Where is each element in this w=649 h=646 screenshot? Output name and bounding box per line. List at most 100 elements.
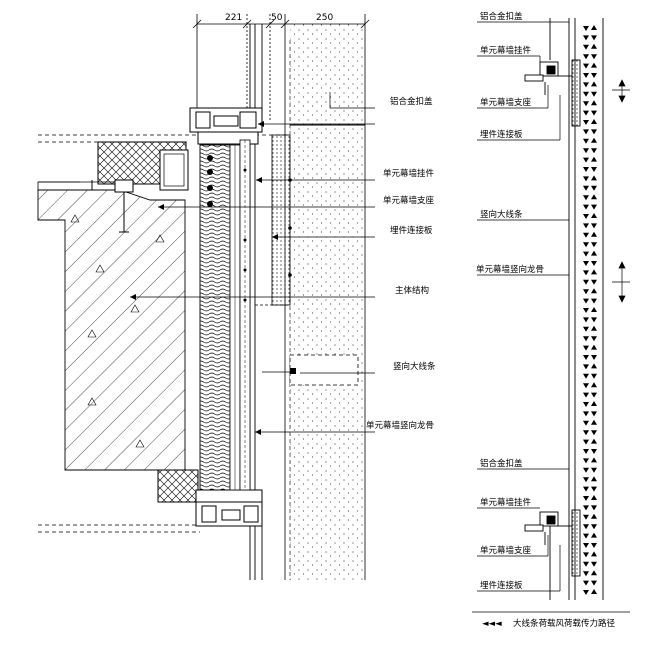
load-arrow <box>591 449 597 454</box>
load-arrow <box>591 467 597 473</box>
load-arrow <box>583 580 589 586</box>
load-arrow <box>583 279 589 285</box>
load-arrow <box>583 232 589 238</box>
load-arrow <box>591 495 597 500</box>
load-arrow <box>591 250 597 256</box>
load-arrow <box>591 476 597 482</box>
floor-slab <box>37 181 186 471</box>
load-arrow <box>583 91 589 97</box>
load-arrow <box>591 532 597 538</box>
load-arrow <box>583 167 589 172</box>
load-arrow <box>591 551 597 557</box>
load-arrow <box>583 110 589 116</box>
elevation-view: 铝合金扣盖 单元幕墙挂件 单元幕墙支座 埋件连接板 竖向大线条 单元幕墙竖向龙骨… <box>472 11 630 629</box>
load-arrow <box>591 580 597 586</box>
load-arrow <box>591 438 597 444</box>
label-vertical-mullion: 单元幕墙竖向龙骨 <box>366 420 434 431</box>
load-arrow <box>583 552 589 558</box>
elev-label-fin: 竖向大线条 <box>480 209 523 220</box>
load-arrow <box>583 373 589 379</box>
load-arrow <box>583 35 589 41</box>
load-arrow <box>591 110 597 116</box>
load-arrow <box>591 392 597 398</box>
load-arrow <box>591 486 597 492</box>
label-vertical-fin: 竖向大线条 <box>393 361 436 372</box>
load-arrow <box>591 223 597 229</box>
load-arrow <box>583 420 589 426</box>
load-arrow <box>583 477 589 483</box>
load-arrow <box>583 533 589 539</box>
load-arrow <box>591 204 597 210</box>
load-arrow <box>591 43 597 49</box>
load-arrow <box>591 373 597 379</box>
load-arrow <box>591 382 597 388</box>
load-arrow <box>583 138 589 144</box>
load-arrow <box>591 288 597 294</box>
load-arrow <box>583 383 589 389</box>
load-arrow <box>583 223 589 229</box>
load-arrow <box>591 242 597 248</box>
load-arrow <box>591 419 597 425</box>
load-arrow <box>583 439 589 445</box>
load-arrow <box>583 486 589 492</box>
anchor-bolt <box>91 179 134 233</box>
load-arrow <box>583 185 589 191</box>
label-unit-hanger: 单元幕墙挂件 <box>383 168 435 179</box>
bottom-frame-profile <box>195 489 263 527</box>
load-arrow <box>591 54 597 60</box>
load-arrow <box>583 298 589 304</box>
dimension-221: 221 <box>225 13 242 23</box>
load-arrow <box>591 344 597 350</box>
load-arrow <box>591 298 597 304</box>
load-arrow <box>591 589 597 594</box>
elevation-leaders <box>477 21 569 592</box>
load-arrow <box>583 176 589 182</box>
load-arrow <box>591 336 597 342</box>
load-arrow <box>583 261 589 266</box>
load-arrow <box>591 185 597 191</box>
load-arrow <box>583 496 589 501</box>
dimension-50: 50 <box>271 13 283 23</box>
load-arrow <box>583 214 589 219</box>
load-arrow <box>583 63 589 69</box>
load-arrow <box>583 204 589 210</box>
load-arrow <box>591 561 597 567</box>
load-arrow <box>583 73 589 78</box>
load-arrow <box>583 449 589 454</box>
load-arrow <box>583 524 589 530</box>
load-arrow <box>591 175 597 181</box>
load-arrow <box>591 231 597 237</box>
load-arrow <box>583 270 589 276</box>
load-arrow <box>591 430 597 436</box>
load-arrow <box>591 100 597 106</box>
load-arrow <box>583 54 589 60</box>
load-arrow <box>591 524 597 530</box>
bottom-connection-detail <box>524 509 581 577</box>
load-arrow <box>583 148 589 154</box>
label-aluminum-cover: 铝合金扣盖 <box>390 96 433 107</box>
load-arrow <box>591 317 597 323</box>
load-arrow <box>583 101 589 107</box>
load-arrow <box>583 289 589 295</box>
load-arrow <box>591 513 597 519</box>
load-arrow <box>583 467 589 473</box>
embed-connection-plate <box>271 134 291 306</box>
elev-label-top-cover: 铝合金扣盖 <box>480 11 523 22</box>
load-arrow <box>591 325 597 331</box>
load-arrow <box>583 82 589 88</box>
load-arrow <box>583 242 589 248</box>
load-arrow <box>591 81 597 87</box>
load-arrow <box>583 345 589 351</box>
section-view: 221 50 250 <box>37 13 436 580</box>
load-arrow <box>583 336 589 342</box>
load-arrow <box>583 402 589 407</box>
load-arrow <box>591 129 597 135</box>
insulation-panel <box>199 144 231 491</box>
load-arrow <box>583 392 589 398</box>
load-arrow <box>591 167 597 172</box>
load-arrow <box>583 364 589 370</box>
load-arrow <box>583 157 589 163</box>
elev-label-bottom-hanger: 单元幕墙挂件 <box>480 497 532 508</box>
dimension-250: 250 <box>316 13 333 23</box>
label-main-structure: 主体结构 <box>395 285 429 296</box>
